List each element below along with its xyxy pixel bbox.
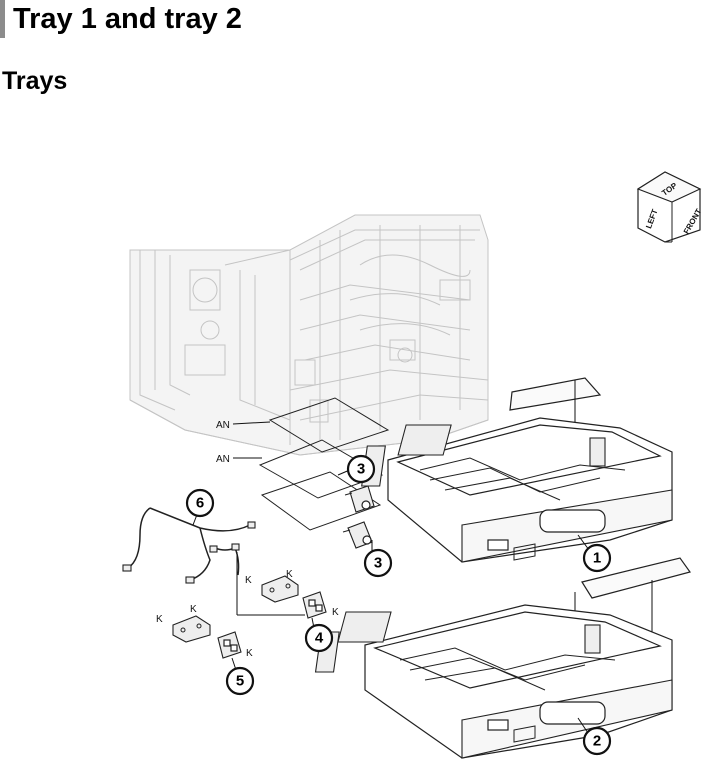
callout-3-lower: 3 bbox=[363, 548, 393, 578]
tray-switch-lower: K bbox=[217, 631, 253, 659]
an-label-upper: AN bbox=[216, 420, 230, 431]
callout-number: 4 bbox=[315, 630, 324, 647]
k-label: K bbox=[245, 575, 252, 586]
callout-5: 5 bbox=[225, 666, 255, 696]
tray-2 bbox=[314, 557, 691, 759]
an-label-lower: AN bbox=[216, 454, 230, 465]
callout-2: 2 bbox=[582, 726, 612, 756]
cable-harness bbox=[122, 507, 305, 616]
callout-6: 6 bbox=[185, 488, 215, 518]
printer-frame-ghost bbox=[129, 214, 489, 456]
k-label: K bbox=[286, 569, 293, 580]
callout-1: 1 bbox=[582, 543, 612, 573]
tray-sensor-lower bbox=[342, 521, 373, 549]
tray-switch-upper: K bbox=[302, 591, 339, 619]
k-label: K bbox=[156, 614, 163, 625]
tray-sensor-upper bbox=[344, 485, 375, 513]
section-heading: Trays bbox=[2, 67, 68, 95]
callout-3-upper: 3 bbox=[346, 454, 376, 484]
tray-1 bbox=[361, 377, 673, 563]
k-label: K bbox=[190, 604, 197, 615]
k-label: K bbox=[246, 648, 253, 659]
exploded-parts-diagram: TOP LEFT FRONT bbox=[122, 171, 703, 759]
bracket-lower-mount: K K bbox=[156, 604, 211, 643]
page-title: Tray 1 and tray 2 bbox=[0, 0, 242, 38]
bracket-upper-mount: K K bbox=[245, 569, 299, 603]
callout-number: 5 bbox=[236, 673, 244, 690]
an-region-outlines: AN AN bbox=[216, 397, 390, 531]
callout-number: 2 bbox=[593, 733, 601, 750]
orientation-cube: TOP LEFT FRONT bbox=[636, 171, 703, 243]
callout-number: 3 bbox=[374, 555, 382, 572]
callout-number: 6 bbox=[196, 495, 204, 512]
k-label: K bbox=[332, 607, 339, 618]
callout-4: 4 bbox=[304, 623, 334, 653]
callout-number: 1 bbox=[593, 550, 601, 567]
callout-number: 3 bbox=[357, 461, 365, 478]
